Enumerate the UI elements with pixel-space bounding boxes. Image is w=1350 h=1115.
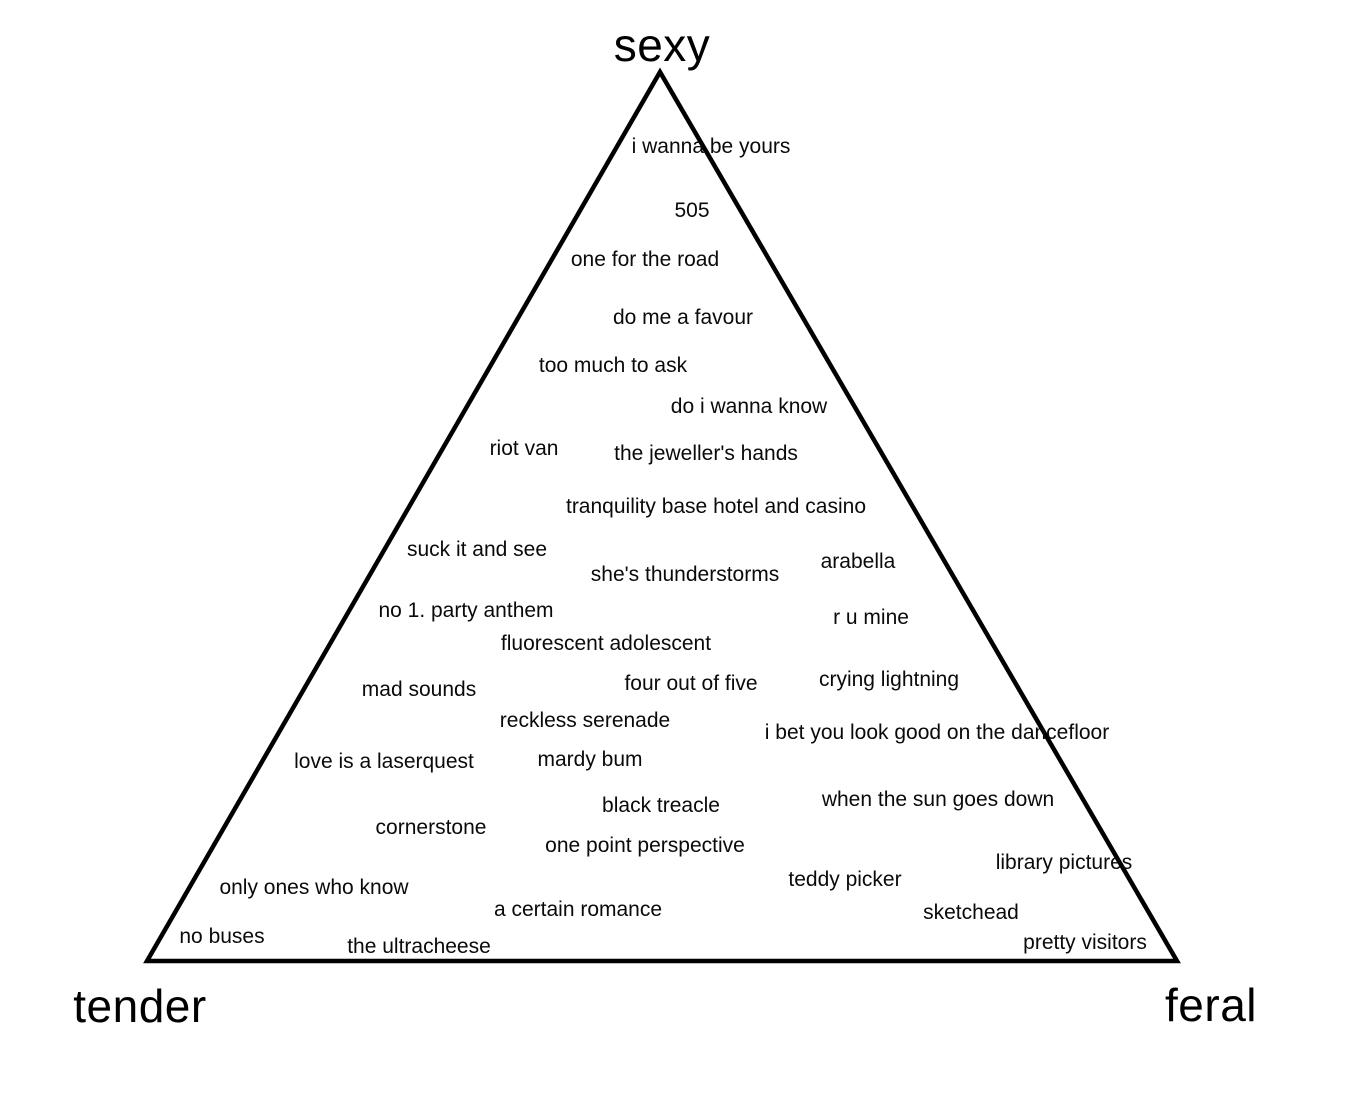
song-label: 505 (674, 199, 710, 222)
song-label: fluorescent adolescent (500, 632, 712, 655)
song-label: r u mine (833, 606, 909, 629)
song-label: i wanna be yours (631, 135, 791, 158)
song-label: reckless serenade (499, 709, 671, 732)
song-label: teddy picker (788, 868, 902, 891)
song-label: arabella (820, 550, 896, 573)
song-label: black treacle (602, 794, 720, 817)
song-label: four out of five (624, 672, 758, 695)
axis-label-tender: tender (73, 980, 207, 1032)
song-label: cornerstone (375, 816, 487, 839)
song-label: too much to ask (538, 354, 688, 377)
triangle-shape (143, 67, 1181, 964)
song-label: no 1. party anthem (378, 599, 554, 622)
axis-label-feral: feral (1165, 979, 1257, 1031)
song-label: do i wanna know (670, 395, 828, 418)
song-label: no buses (179, 925, 265, 948)
song-label: do me a favour (612, 306, 754, 329)
song-label: mad sounds (361, 678, 477, 701)
song-label: only ones who know (219, 876, 409, 899)
song-label: crying lightning (818, 668, 960, 691)
song-label: library pictures (995, 851, 1133, 874)
song-label: mardy bum (537, 748, 643, 771)
song-label: a certain romance (493, 898, 663, 921)
song-label: she's thunderstorms (590, 563, 780, 586)
song-label: riot van (489, 437, 559, 460)
song-label: sketchead (923, 901, 1019, 924)
song-label: the jeweller's hands (614, 442, 798, 465)
song-label: one for the road (570, 248, 720, 271)
axis-label-sexy: sexy (613, 19, 711, 71)
song-label: when the sun goes down (821, 788, 1055, 811)
song-label: one point perspective (545, 834, 745, 857)
song-label: tranquility base hotel and casino (565, 495, 867, 518)
song-label: love is a laserquest (294, 750, 474, 773)
song-label: suck it and see (406, 538, 548, 561)
song-label: pretty visitors (1023, 931, 1147, 954)
song-label: i bet you look good on the dancefloor (764, 721, 1110, 744)
song-label: the ultracheese (347, 935, 491, 958)
